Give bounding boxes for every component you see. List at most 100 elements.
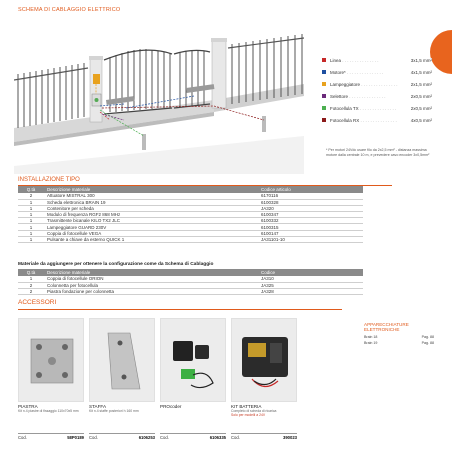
legend-color-swatch: [322, 94, 326, 98]
divider: [18, 309, 342, 310]
section-title-wiring: SCHEMA DI CABLAGGIO ELETTRICO: [18, 7, 121, 13]
accessory-card-staffa: STAFFA Kit n.4 staffe posteriori h 160 m…: [89, 318, 155, 440]
cell-qty: 1: [18, 223, 44, 231]
legend-label: Motore*: [330, 70, 409, 75]
column-header-code: Codice articolo: [258, 186, 363, 193]
page-tab-marker: [430, 30, 452, 74]
bracket-icon: [107, 332, 141, 390]
accessory-name: PROcoder: [160, 404, 182, 409]
accessory-card-procoder: PROcoder Cod. 6106335: [160, 318, 226, 440]
legend-row: Motore* 4x1,5 mm²: [322, 66, 432, 78]
accessory-image: [231, 318, 297, 402]
reference-name: Brain 18: [364, 334, 378, 339]
cell-qty: 2: [18, 193, 44, 200]
column-header-code: Codice: [258, 269, 363, 276]
extra-material-title: Materiale da aggiungere per ottenere la …: [18, 262, 214, 267]
accessory-code-row: Cod. 58P0189: [18, 433, 84, 440]
column-header-desc: Descrizione materiale: [44, 186, 258, 193]
cable-legend: Linea 3x1,5 mm² Motore* 4x1,5 mm² Lampeg…: [322, 54, 432, 126]
cell-qty: 1: [18, 199, 44, 206]
cell-code: JA310: [258, 276, 363, 283]
accessory-code-row: Cod. 6106253: [89, 433, 155, 440]
mounting-plate-icon: [30, 338, 74, 384]
accessory-desc: Kit n.4 piastre di fissaggio 110x70x5 mm: [18, 409, 79, 413]
accessory-code: 390023: [283, 435, 297, 440]
cell-code: 6100147: [258, 230, 363, 237]
accessory-code: 6106335: [209, 435, 226, 440]
accessory-desc: Completo di scheda di ricarica: [231, 409, 277, 413]
accessory-warning: Solo per modelli a 24V: [231, 413, 266, 418]
column-header-qty: Q.tà: [18, 269, 44, 276]
legend-label: Linea: [330, 58, 409, 63]
reference-row: Brain 19 Pag. 88: [364, 341, 434, 345]
cell-desc: Modulo di frequenza RGF2 868 MHz: [44, 211, 258, 219]
code-label: Cod.: [231, 435, 240, 440]
legend-value: 2x1,5 mm²: [408, 81, 432, 87]
cell-code: 6100332: [258, 217, 363, 225]
legend-color-swatch: [322, 58, 326, 62]
electronics-title: APPARECCHIATURE ELETTRONICHE: [364, 322, 409, 333]
cell-desc: Attuatore MISTRAL 300: [44, 193, 258, 200]
electronics-reference: APPARECCHIATURE ELETTRONICHE Brain 18 Pa…: [364, 322, 434, 345]
cell-desc: Trasmittente bicanale KILO TX2 JLC: [44, 217, 258, 225]
accessory-image: [160, 318, 226, 402]
cell-desc: Piastra fondazione per colonnetta: [44, 288, 258, 296]
cell-code: 6170116: [258, 193, 363, 200]
code-label: Cod.: [18, 435, 27, 440]
legend-value: 3x1,5 mm²: [408, 57, 432, 63]
accessory-image: [18, 318, 84, 402]
install-table: Q.tà Descrizione materiale Codice artico…: [18, 186, 363, 244]
legend-color-swatch: [322, 106, 326, 110]
column-header-desc: Descrizione materiale: [44, 269, 258, 276]
legend-label: Fotocellula RX: [330, 118, 409, 123]
cell-qty: 1: [18, 276, 44, 283]
cell-qty: 1: [18, 211, 44, 219]
cell-qty: 1: [18, 205, 44, 213]
legend-row: Fotocellula RX 4x0,5 mm²: [322, 114, 432, 126]
code-label: Cod.: [89, 435, 98, 440]
table-header-row: Q.tà Descrizione materiale Codice artico…: [18, 186, 363, 193]
legend-label: Lampeggiatore: [330, 82, 409, 87]
accessories-title: ACCESSORI: [18, 299, 57, 306]
cell-code: JA325: [258, 282, 363, 289]
accessory-name: KIT BATTERIA: [231, 404, 262, 409]
column-header-qty: Q.tà: [18, 186, 44, 193]
legend-color-swatch: [322, 82, 326, 86]
cell-qty: 1: [18, 217, 44, 225]
cell-desc: Contenitore per scheda: [44, 205, 258, 213]
battery-icon: [242, 337, 288, 388]
cell-code: 6100347: [258, 211, 363, 219]
accessory-name: STAFFA: [89, 404, 107, 409]
reference-page: Pag. 88: [421, 340, 434, 345]
legend-row: Fotocellula TX 2x0,5 mm²: [322, 102, 432, 114]
cell-desc: Lampeggiatore GUARD 230V: [44, 223, 258, 231]
legend-row: Linea 3x1,5 mm²: [322, 54, 432, 66]
reference-row: Brain 18 Pag. 88: [364, 335, 434, 339]
cell-qty: 2: [18, 288, 44, 296]
cell-code: JA31101-10: [258, 236, 363, 244]
legend-color-swatch: [322, 70, 326, 74]
cell-desc: Pulsante a chiave da esterno QUICK 1: [44, 236, 258, 244]
cell-desc: Scheda elettronica BRAIN 19: [44, 199, 258, 206]
cell-qty: 1: [18, 236, 44, 244]
legend-label: Fotocellula TX: [330, 106, 409, 111]
cell-code: JA320: [258, 205, 363, 213]
accessory-card-piastra: PIASTRA Kit n.4 piastre di fissaggio 110…: [18, 318, 84, 440]
cell-code: 6100328: [258, 199, 363, 206]
accessory-code-row: Cod. 390023: [231, 433, 297, 440]
code-label: Cod.: [160, 435, 169, 440]
legend-row: Selettore 2x0,5 mm²: [322, 90, 432, 102]
cell-qty: 2: [18, 282, 44, 289]
cell-code: 6100315: [258, 223, 363, 231]
cell-code: JA328: [258, 288, 363, 296]
